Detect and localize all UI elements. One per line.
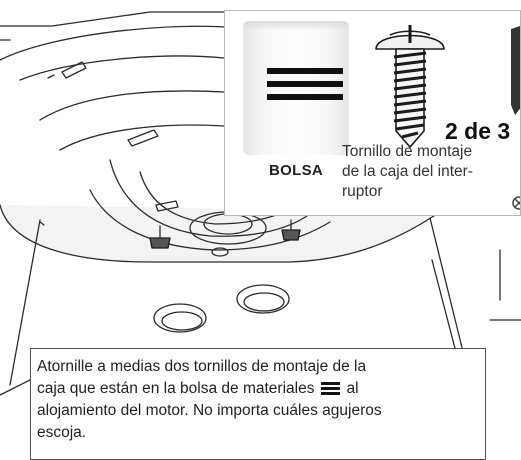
instruction-text-box: Atornille a medias dos tornillos de mont… <box>30 348 486 460</box>
part-name-line: ruptor <box>342 183 383 200</box>
part-name: Tornillo de montaje de la caja del inter… <box>342 142 518 202</box>
adjacent-part-icon <box>511 26 520 210</box>
instruction-line: alojamiento del motor. No importa cuáles… <box>37 402 382 419</box>
parts-callout: BOLSA <box>224 10 521 216</box>
three-bars-icon <box>321 382 341 395</box>
part-name-line: de la caja del inter- <box>342 163 473 180</box>
part-name-line: Tornillo de montaje <box>342 143 473 160</box>
materials-bag <box>243 21 349 155</box>
instruction-line: caja que están en la bolsa de materiales… <box>37 378 485 400</box>
instruction-line: Atornille a medias dos tornillos de mont… <box>37 358 367 375</box>
instruction-line-start: caja que están en la bolsa de materiales <box>37 380 315 397</box>
screw-icon <box>375 25 445 148</box>
part-count: 2 de 3 <box>445 118 511 144</box>
three-bars-icon <box>267 68 343 107</box>
instruction-line: escoja. <box>37 424 87 441</box>
bag-label: BOLSA <box>269 162 323 179</box>
instruction-line-end: al <box>346 380 359 397</box>
